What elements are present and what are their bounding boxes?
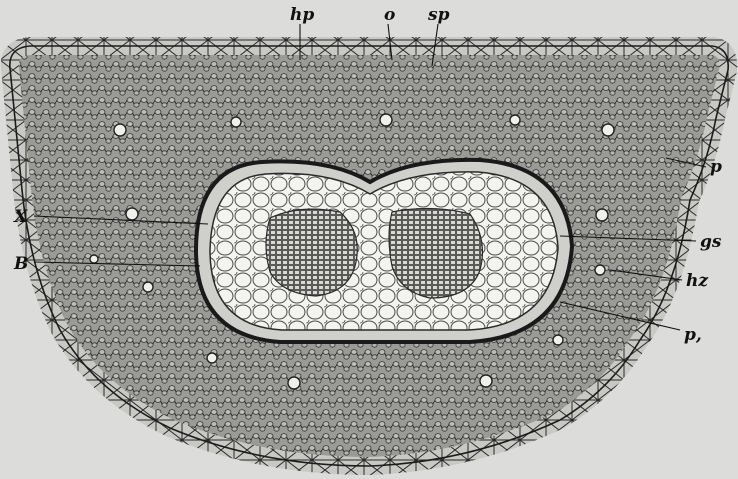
label-hp: hp (290, 5, 314, 25)
label-o: o (384, 5, 395, 25)
label-hz: hz (686, 271, 708, 291)
label-b: B (13, 254, 28, 274)
label-x: X (13, 207, 28, 227)
pith-region (210, 172, 558, 330)
label-gs: gs (700, 232, 722, 252)
label-sp: sp (427, 5, 450, 25)
label-p: p (710, 157, 722, 177)
label-p-prime: p, (684, 325, 702, 345)
